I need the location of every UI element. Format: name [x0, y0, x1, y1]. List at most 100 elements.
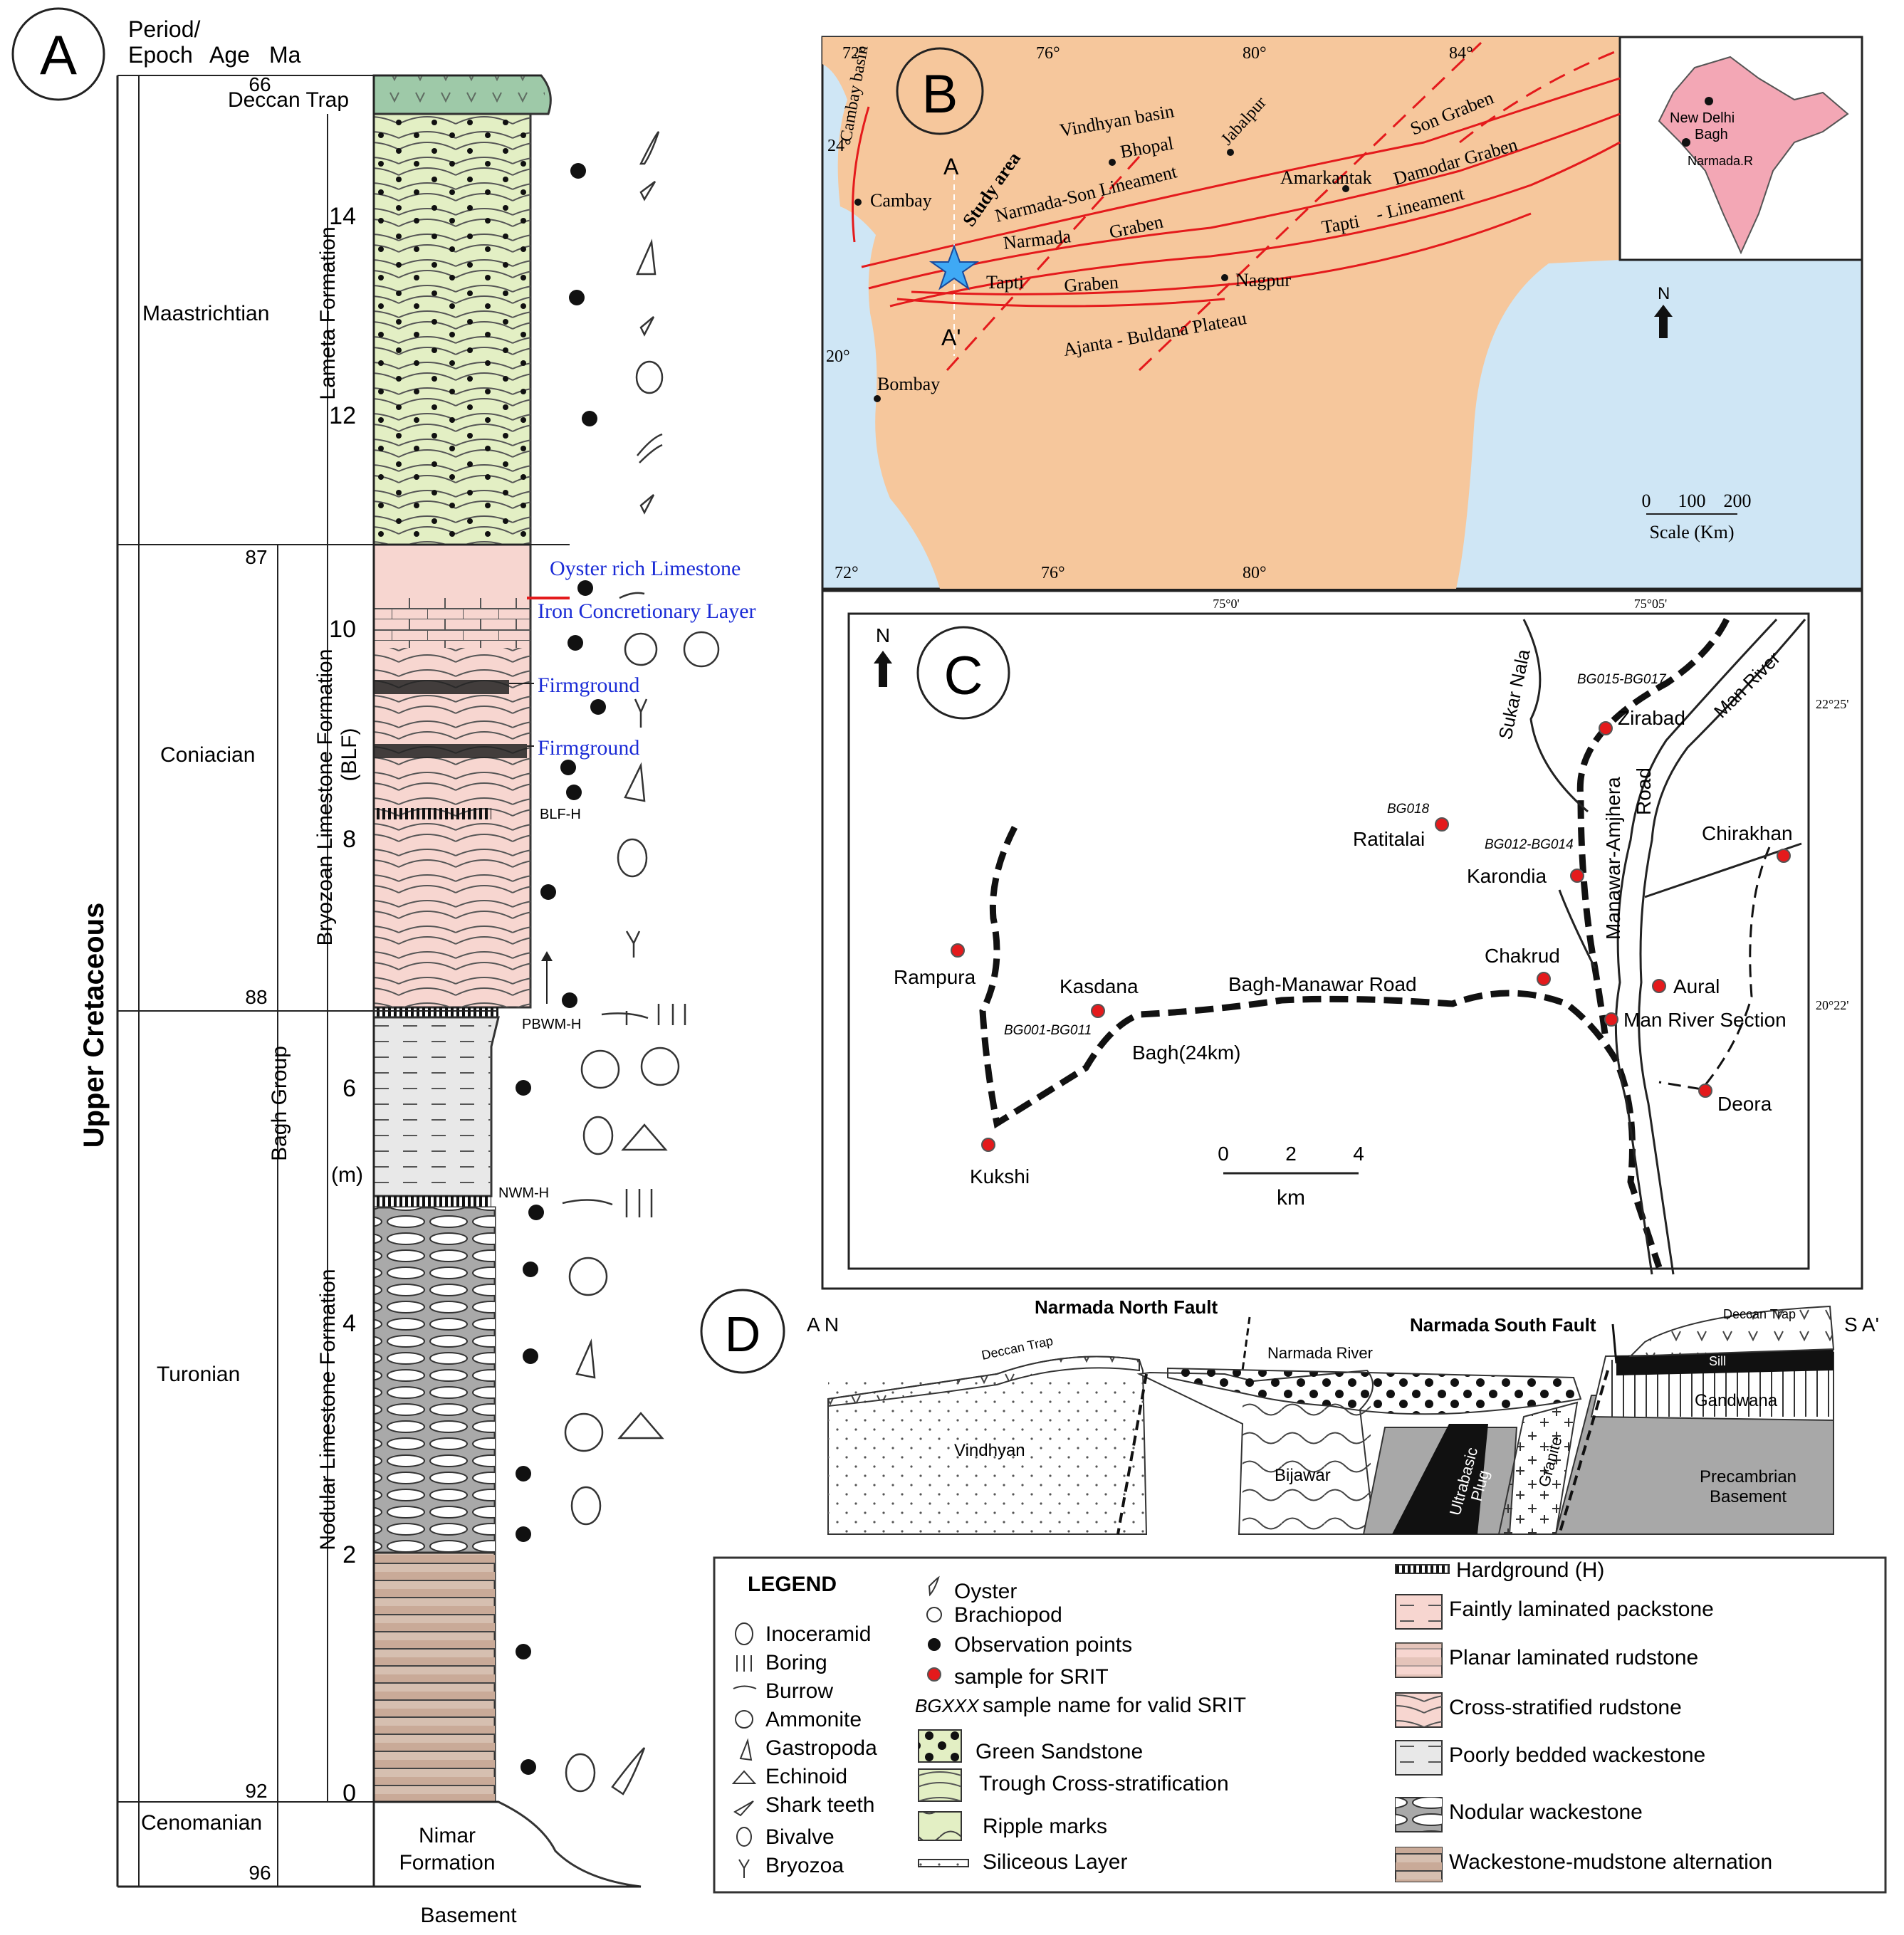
lon-80-top: 80° [1243, 44, 1267, 63]
fault-north-line [1116, 1373, 1148, 1535]
road-label-bagh-manawar: Bagh-Manawar Road [1228, 973, 1417, 995]
legend-observation-icon [928, 1638, 941, 1651]
legend-oyster: Oyster [954, 1580, 1017, 1603]
m-12: 12 [329, 402, 356, 429]
m-6: 6 [342, 1075, 356, 1102]
lat-20: 20° [826, 347, 850, 366]
map-b-land [822, 37, 1620, 589]
layer-alternation-pattern [374, 1553, 495, 1802]
panel-d-label-circle [700, 1289, 785, 1374]
study-area-star [929, 244, 980, 290]
site-zirabad: Zirabad [1618, 707, 1685, 729]
map-b-scale-0: 0 [1642, 491, 1651, 511]
panel-d-cross-section: D A N S A' Narmada North Fault Narmada S… [700, 1289, 1879, 1535]
legend-brachiopod: Brachiopod [954, 1603, 1062, 1627]
m-2: 2 [342, 1541, 356, 1568]
fossil-icons [562, 131, 720, 1795]
layer-nimar [372, 1800, 642, 1888]
feature-tapti: Tapti [986, 272, 1024, 293]
label-gandwana: Gandwana [1695, 1391, 1778, 1410]
sample-bg015-017: BG015-BG017 [1577, 672, 1667, 687]
legend-bivalve: Bivalve [765, 1825, 835, 1849]
layer-blf-hardground [374, 808, 491, 819]
legend-sample-code: BGXXX [915, 1695, 980, 1716]
legend-alternation-pattern [1396, 1847, 1442, 1882]
inset-narmada: Narmada.R [1688, 154, 1753, 168]
legend-ammonite: Ammonite [765, 1708, 862, 1731]
legend-sample: sample for SRIT [954, 1665, 1109, 1689]
legend-bryozoa: Bryozoa [765, 1854, 844, 1877]
legend-trough: Trough Cross-stratification [979, 1772, 1229, 1795]
legend-col3: Hardground (H) Faintly laminated packsto… [1395, 1558, 1772, 1882]
map-b-north-arrow [1654, 305, 1673, 338]
river-sukar-nala [1522, 619, 1589, 813]
legend-packstone-pattern [1396, 1595, 1442, 1629]
legend-sample-icon [927, 1667, 941, 1682]
unit-deccan-right [1628, 1305, 1835, 1358]
formation-nimar-2: Formation [399, 1851, 495, 1874]
fault-south-label: Narmada South Fault [1410, 1314, 1596, 1336]
layer-blf-packstone [374, 598, 530, 648]
site-ratitalai: Ratitalai [1353, 828, 1425, 850]
annotation-firmground-1: Firmground [538, 673, 639, 697]
m-14: 14 [329, 203, 356, 230]
observation-points [516, 163, 606, 1775]
formation-lameta: Lameta Formation [316, 226, 340, 399]
map-c-scale-4: 4 [1353, 1143, 1364, 1165]
inset-new-delhi: New Delhi [1670, 110, 1735, 126]
ma-96: 96 [249, 1862, 271, 1884]
panel-b-regional-map: New Delhi Bagh Narmada.R B 72° 76° 80° 8… [821, 36, 1863, 590]
annotation-pbwm-h: PBWM-H [522, 1017, 581, 1032]
legend-poorly: Poorly bedded wackestone [1449, 1743, 1705, 1767]
sample-bg001-011: BG001-BG011 [1004, 1023, 1092, 1038]
age-cenomanian: Cenomanian [141, 1811, 262, 1835]
unit-vindhyan-pattern [828, 1381, 1146, 1534]
ma-66: 66 [249, 73, 271, 95]
age-turonian: Turonian [157, 1363, 240, 1386]
panel-b-label-circle [896, 47, 984, 135]
legend-siliceous: Siliceous Layer [983, 1850, 1127, 1874]
map-c-north: N [876, 624, 890, 646]
map-c-lat-25: 22°25' [1816, 697, 1848, 711]
annotation-blf-h: BLF-H [540, 807, 581, 822]
label-sill: Sill [1709, 1354, 1726, 1368]
inset-india [1658, 56, 1849, 255]
legend-gastropoda: Gastropoda [765, 1736, 877, 1760]
lon-84-top: 84° [1449, 44, 1473, 63]
inset-bagh-dot [1682, 138, 1690, 147]
tributary-chirakhan [1644, 842, 1802, 898]
site-karondia: Karondia [1467, 865, 1547, 887]
panel-c-label-circle [916, 626, 1010, 720]
map-b-scale-label: Scale (Km) [1649, 522, 1734, 542]
lon-76-bottom: 76° [1041, 564, 1065, 582]
inset-new-delhi-dot [1705, 97, 1713, 105]
unit-deccan-left [827, 1355, 1140, 1407]
site-man-river-section: Man River Section [1623, 1009, 1787, 1031]
legend-inoceramid: Inoceramid [765, 1622, 871, 1646]
panel-c-label: C [944, 646, 983, 706]
place-amarkantak: Amarkantak [1280, 167, 1372, 188]
fault-north-pointer [1241, 1316, 1251, 1371]
legend-brachiopod-icon [926, 1607, 942, 1622]
label-bijawar: Bijawar [1275, 1466, 1331, 1485]
legend-hardground: Hardground (H) [1456, 1558, 1604, 1582]
header-ma: Ma [269, 42, 301, 68]
panel-d-label: D [725, 1306, 761, 1362]
ma-87: 87 [245, 546, 267, 568]
place-cambay: Cambay [870, 190, 932, 211]
legend-green-sandstone: Green Sandstone [975, 1740, 1143, 1763]
legend-col1-icons [731, 1622, 757, 1878]
legend-shark-teeth: Shark teeth [765, 1793, 874, 1817]
legend-oyster-icon [928, 1575, 940, 1597]
unit-sill [1616, 1349, 1834, 1375]
legend-cross: Cross-stratified rudstone [1449, 1696, 1682, 1719]
place-nagpur: Nagpur [1235, 270, 1291, 290]
unit-bijawar-pattern [1243, 1395, 1371, 1534]
formation-blf-abbr: (BLF) [338, 728, 361, 782]
meter-unit: (m) [331, 1163, 363, 1187]
layer-lameta-dots [374, 114, 530, 545]
annotation-nwm-h: NWM-H [498, 1185, 549, 1201]
fault-south-line [1558, 1370, 1609, 1535]
site-kasdana: Kasdana [1060, 975, 1139, 997]
